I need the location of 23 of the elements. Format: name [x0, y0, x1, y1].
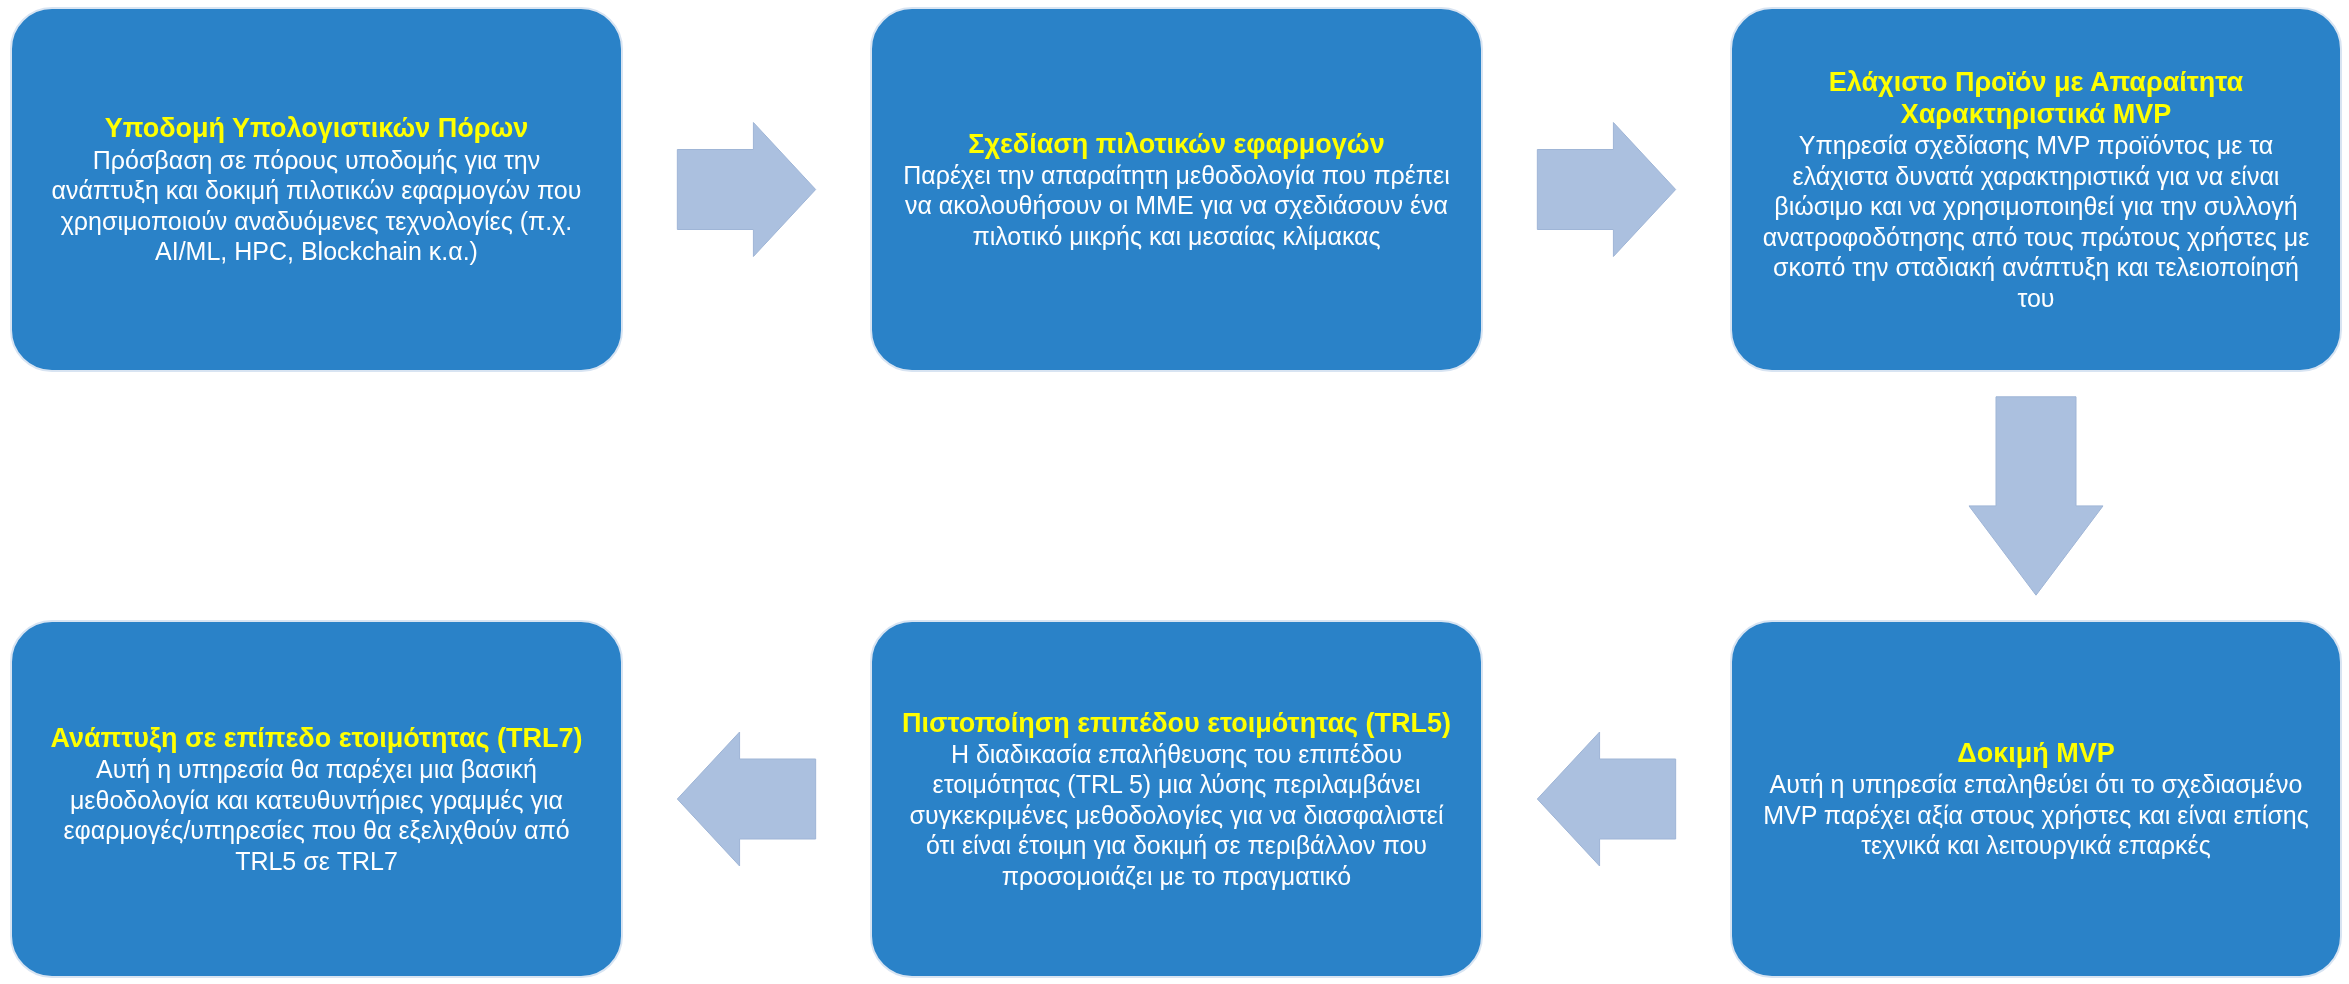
process-box — [870, 7, 1483, 372]
box-description: Η διαδικασία επαλήθευσης του επιπέδου ετοιμότητας (TRL 5) μια λύσης περιλαμβάνει συγκεκριμένες μεθοδολογίες για να διασφαλιστεί ότι είναι έτοιμη για δοκιμή σε περιβάλλον που προσομοιάζει με το πραγματικό — [908, 738, 1445, 892]
process-box — [1730, 7, 2342, 372]
block-arrow — [1968, 396, 2104, 596]
box-description: Αυτή η υπηρεσία επαληθεύει ότι το σχεδιασμένο MVP παρέχει αξία στους χρήστες και είναι επίσης τεχνικά και λειτουργικά επαρκές — [1762, 769, 2310, 861]
box-heading: Ανάπτυξη σε επίπεδο ετοιμότητας (TRL7) — [50, 721, 583, 755]
box-description: Αυτή η υπηρεσία θα παρέχει μια βασική μεθοδολογία και κατευθυντήριες γραμμές για εφαρμογές/υπηρεσίες που θα εξελιχθούν από TRL5 σε TRL7 — [62, 754, 571, 877]
process-box — [10, 7, 623, 372]
box-description: Πρόσβαση σε πόρους υποδομής για την ανάπτυξη και δοκιμή πιλοτικών εφαρμογών που χρησιμοποιούν αναδυόμενες τεχνολογίες (π.χ. AI/ML, HPC, Blockchain κ.α.) — [50, 144, 583, 267]
box-heading: Υποδομή Υπολογιστικών Πόρων — [104, 112, 529, 145]
process-box — [10, 620, 623, 978]
box-heading: Πιστοποίηση επιπέδου ετοιμότητας (TRL5) — [901, 706, 1452, 739]
process-box — [1730, 620, 2342, 978]
block-arrow — [1536, 731, 1677, 867]
block-arrow — [676, 731, 817, 867]
box-heading: Σχεδίαση πιλοτικών εφαρμογών — [968, 127, 1385, 160]
box-description: Υπηρεσία σχεδίασης MVP προϊόντος με τα ελάχιστα δυνατά χαρακτηριστικά για να είναι βιώσιμο και να χρησιμοποιηθεί για την συλλογή ανατροφοδότησης από τους πρώτους χρήστες με σκοπό την σταδιακή ανάπτυξη και τελειοποίησή του — [1761, 130, 2311, 314]
block-arrow — [676, 122, 817, 257]
process-box — [870, 620, 1483, 978]
box-description: Παρέχει την απαραίτητη μεθοδολογία που πρέπει να ακολουθήσουν οι ΜΜΕ για να σχεδιάσουν ένα πιλοτικό μικρής και μεσαίας κλίμακας — [902, 159, 1451, 252]
box-heading: Δοκιμή MVP — [1957, 737, 2115, 770]
box-heading: Ελάχιστο Προϊόν με Απαραίτητα Χαρακτηριστικά MVP — [1827, 65, 2245, 131]
block-arrow — [1536, 122, 1677, 257]
